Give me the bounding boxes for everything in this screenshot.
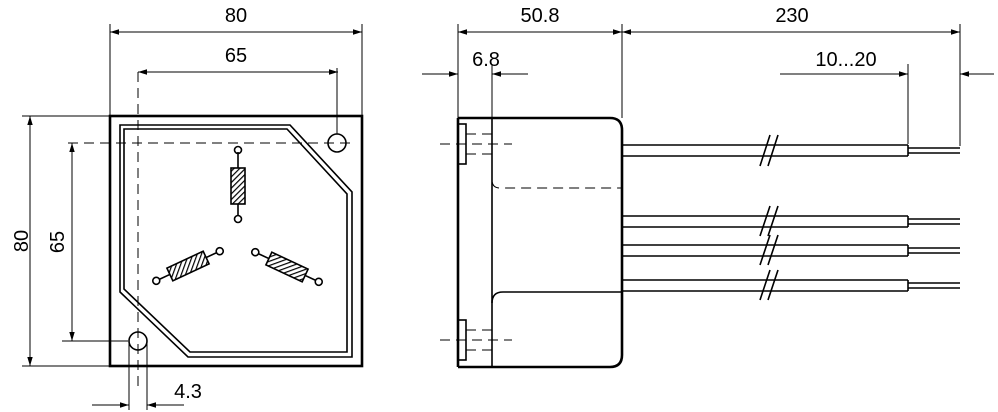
housing-chamfer-outer bbox=[119, 124, 353, 358]
dim-front-height-outer: 80 bbox=[11, 115, 110, 367]
dim-label: 6.8 bbox=[472, 49, 500, 71]
dim-lead-length: 230 bbox=[622, 5, 961, 146]
dim-hole-offset: 4.3 bbox=[92, 341, 202, 410]
dim-label: 230 bbox=[775, 5, 808, 27]
dim-front-width-outer: 80 bbox=[109, 5, 363, 116]
dim-side-flange: 6.8 bbox=[422, 49, 528, 118]
housing-side-outline bbox=[458, 116, 624, 369]
lead-wire-3 bbox=[622, 234, 960, 266]
dim-label: 4.3 bbox=[174, 381, 202, 403]
dim-front-width-holes: 65 bbox=[138, 45, 338, 134]
dim-label: 80 bbox=[225, 5, 247, 27]
resistor-vertical bbox=[230, 145, 246, 224]
dim-label: 65 bbox=[47, 231, 69, 253]
front-view: 80 65 80 65 4.3 bbox=[11, 5, 364, 410]
dim-label: 65 bbox=[225, 45, 247, 67]
dim-lead-strip: 10...20 bbox=[780, 49, 994, 144]
side-view: 50.8 230 6.8 10...20 bbox=[422, 5, 994, 369]
dim-side-depth: 50.8 bbox=[457, 5, 623, 118]
housing-outline bbox=[108, 114, 364, 368]
dim-label: 80 bbox=[11, 230, 33, 252]
lead-wire-4 bbox=[622, 269, 960, 301]
resistor-right bbox=[250, 247, 324, 287]
lead-wire-2 bbox=[622, 205, 960, 237]
lead-wire-1 bbox=[622, 134, 960, 167]
screw-top bbox=[440, 123, 512, 165]
hidden-cavity bbox=[491, 150, 622, 189]
dim-front-height-holes: 65 bbox=[47, 143, 128, 342]
resistor-left bbox=[151, 246, 225, 286]
housing-chamfer-inner bbox=[123, 128, 348, 353]
screw-bottom bbox=[440, 319, 512, 361]
dim-label: 10...20 bbox=[815, 49, 876, 71]
dim-label: 50.8 bbox=[521, 5, 560, 27]
